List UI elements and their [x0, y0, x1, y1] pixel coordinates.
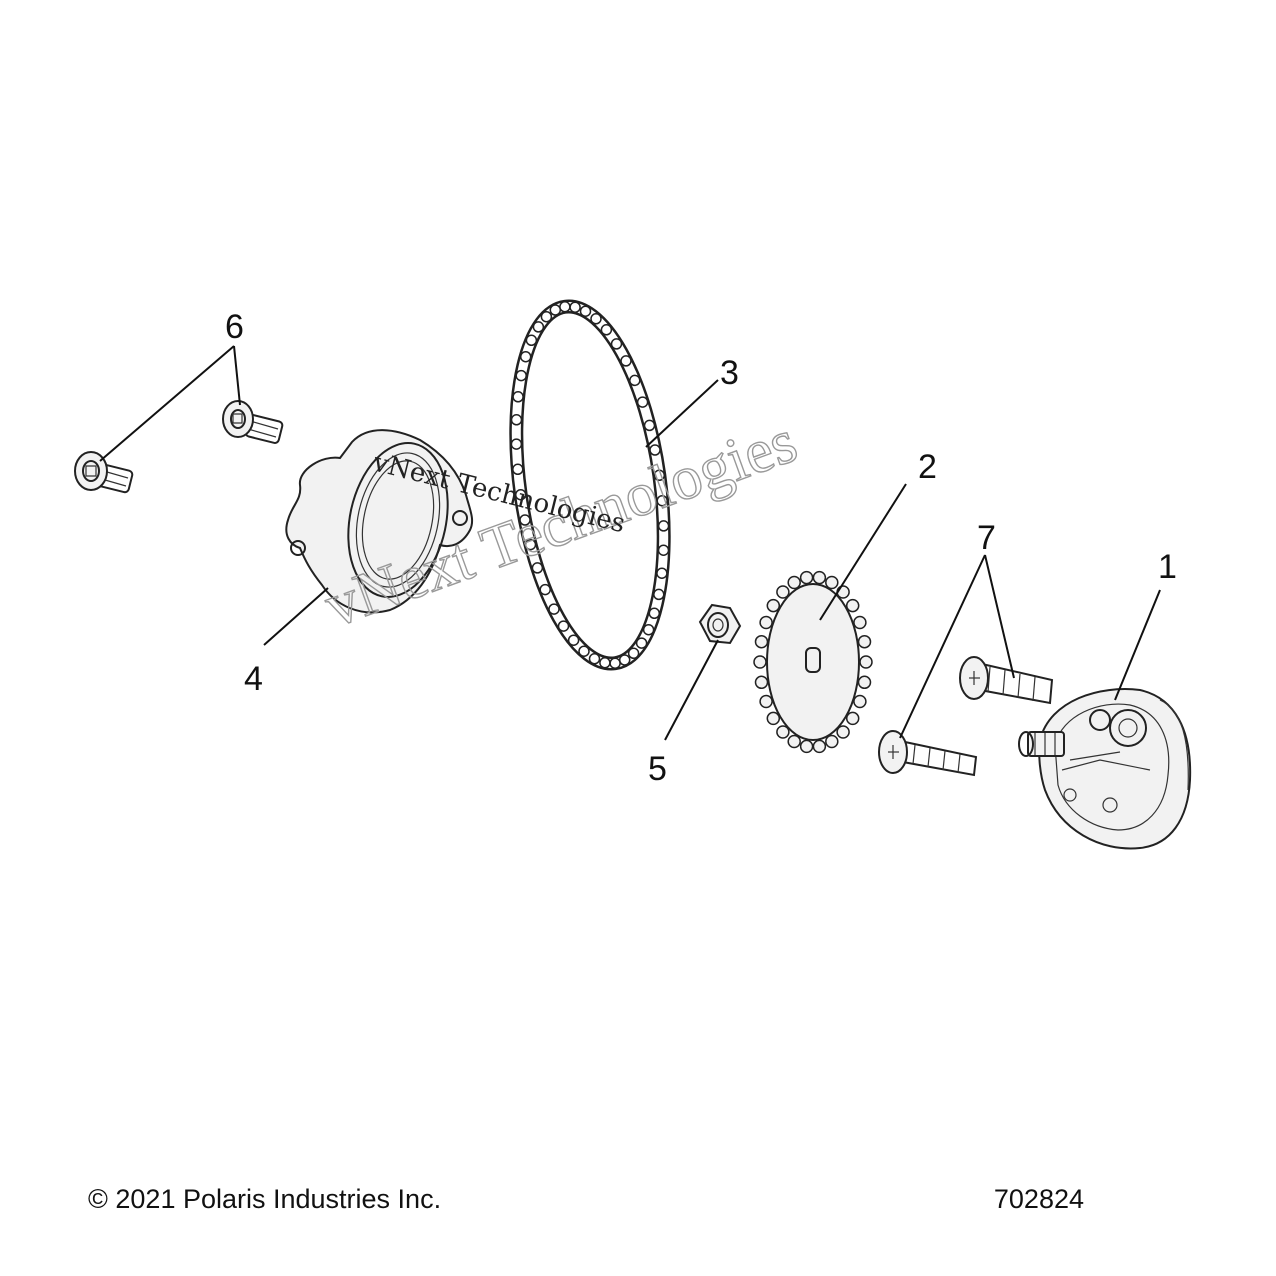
callout-6: 6 — [225, 308, 244, 346]
chain-link — [567, 634, 580, 646]
chain-link — [524, 538, 537, 551]
chain-link — [510, 414, 523, 426]
chain-link — [590, 313, 602, 325]
callout-3: 3 — [720, 354, 739, 392]
chain-link — [557, 620, 570, 632]
sprocket-tooth — [759, 615, 773, 630]
chain-link — [559, 301, 571, 313]
chain-link — [579, 305, 592, 317]
copyright-text: © 2021 Polaris Industries Inc. — [88, 1184, 442, 1214]
callouts: 1 2 3 4 5 6 7 — [225, 308, 1177, 788]
chain-link — [635, 637, 648, 649]
chain-link — [540, 310, 553, 323]
sprocket-tooth — [766, 711, 781, 726]
sprocket-tooth — [799, 739, 814, 754]
chain-link — [519, 350, 532, 363]
gasket-plate[interactable] — [285, 429, 474, 614]
sprocket-tooth — [857, 675, 872, 690]
chain-link — [648, 607, 661, 620]
chain-link — [642, 623, 655, 636]
callout-7: 7 — [977, 519, 996, 557]
chain-link — [539, 583, 551, 596]
callout-4: 4 — [244, 660, 263, 698]
sprocket[interactable] — [753, 570, 873, 754]
oil-pump[interactable] — [1018, 688, 1192, 850]
sprocket-tooth — [753, 655, 767, 669]
chain-link — [548, 603, 560, 615]
sprocket-tooth — [836, 725, 850, 739]
chain-link — [610, 338, 623, 350]
sprocket-tooth — [853, 615, 867, 630]
chain-link — [600, 324, 613, 336]
diagram-number: 702824 — [993, 1184, 1084, 1214]
chain-link — [514, 488, 527, 501]
chain-link — [620, 355, 632, 367]
callout-5: 5 — [648, 750, 667, 788]
chain-link — [569, 301, 581, 313]
flat-head-screw-lower[interactable] — [878, 730, 978, 777]
leader-lines — [99, 345, 1161, 741]
chain-link — [656, 567, 668, 579]
chain-link — [549, 304, 562, 316]
chain-link — [653, 469, 666, 482]
chain-link — [515, 369, 527, 382]
chain-link — [512, 463, 524, 476]
button-head-screw-right[interactable] — [222, 400, 284, 444]
chain-link — [510, 438, 523, 450]
callout-1: 1 — [1158, 548, 1177, 586]
chain-link — [531, 562, 544, 574]
sprocket-tooth — [845, 711, 860, 726]
chain-link — [636, 396, 649, 408]
sprocket-tooth — [776, 725, 790, 739]
chain-link — [627, 647, 640, 660]
chain-link — [656, 494, 668, 507]
sprocket-tooth — [825, 734, 839, 749]
chain-link — [599, 657, 611, 669]
nut[interactable] — [698, 603, 742, 645]
chain-link — [643, 419, 656, 432]
chain-link — [657, 520, 670, 532]
sprocket-tooth — [812, 570, 827, 585]
chain-link — [519, 514, 531, 526]
chain-link — [578, 645, 590, 657]
chain-link — [512, 391, 524, 403]
chain-link — [525, 334, 538, 347]
chain-link — [618, 654, 631, 666]
chain-link — [609, 657, 621, 669]
chain-link — [532, 321, 545, 333]
sprocket-tooth — [857, 634, 872, 649]
chain-link — [653, 588, 665, 601]
chain-link — [657, 544, 670, 556]
sprocket-tooth — [754, 634, 769, 649]
chain[interactable] — [496, 297, 685, 673]
sprocket-tooth — [759, 694, 773, 709]
sprocket-tooth — [787, 734, 801, 749]
sprocket-tooth — [776, 585, 790, 599]
sprocket-tooth — [845, 598, 860, 613]
sprocket-tooth — [787, 575, 801, 590]
button-head-screw-left[interactable] — [74, 451, 134, 494]
flat-head-screw-upper[interactable] — [959, 656, 1054, 705]
sprocket-tooth — [812, 739, 827, 754]
chain-link — [629, 374, 641, 387]
chain-link — [588, 653, 601, 665]
sprocket-tooth — [754, 675, 769, 690]
sprocket-tooth — [853, 694, 867, 709]
sprocket-tooth — [799, 570, 814, 585]
callout-2: 2 — [918, 448, 937, 486]
sprocket-tooth — [859, 655, 873, 669]
sprocket-tooth — [825, 575, 839, 590]
sprocket-tooth — [766, 598, 781, 613]
chain-link — [649, 444, 661, 456]
